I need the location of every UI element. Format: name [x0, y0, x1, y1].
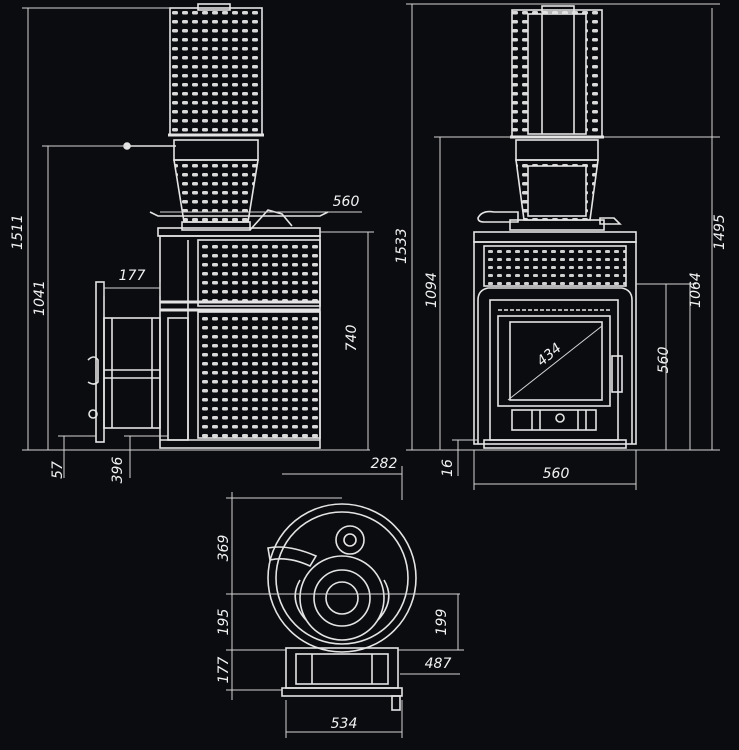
top-view	[267, 503, 417, 711]
front-handles	[477, 210, 622, 225]
side-view	[87, 3, 329, 449]
side-chimney	[168, 3, 264, 231]
dim-front-door-height: 560	[656, 347, 672, 374]
dim-side-lever-height: 1041	[32, 280, 48, 316]
dim-top-center-depth: 195	[216, 609, 232, 636]
dim-side-total-height: 1511	[10, 214, 26, 250]
dim-top-width: 534	[331, 716, 358, 732]
dimension-lines	[22, 3, 720, 738]
dim-front-floor-gap: 16	[440, 459, 456, 477]
dim-side-top-offset: 560	[333, 194, 360, 210]
dim-top-offset: 282	[371, 456, 398, 472]
dim-front-body-height: 1064	[688, 272, 704, 308]
dim-side-door-offset: 177	[119, 268, 146, 284]
dim-front-width: 560	[543, 466, 570, 482]
dim-side-depth: 396	[110, 457, 126, 484]
dim-side-floor-gap: 57	[50, 461, 66, 479]
front-view	[473, 5, 637, 449]
front-body	[473, 231, 637, 449]
dim-top-rear-depth: 369	[216, 535, 232, 562]
side-door-tunnel	[87, 281, 189, 443]
dimension-labels: 1511 1041 560 177 740 57 396 1533 1094 1…	[10, 194, 728, 732]
dim-front-door-diagonal: 434	[534, 340, 565, 369]
dim-top-right-depth: 199	[434, 609, 450, 636]
dim-side-body-height: 740	[344, 325, 360, 352]
dim-front-shoulder-height: 1094	[424, 272, 440, 308]
front-chimney	[509, 5, 605, 231]
dim-top-front-depth: 177	[216, 657, 232, 684]
side-body	[159, 235, 321, 449]
dim-front-total-height: 1533	[394, 228, 410, 264]
side-lever	[123, 142, 176, 150]
dim-front-chimney-height: 1495	[712, 214, 728, 250]
dim-top-door-width: 487	[425, 656, 452, 672]
